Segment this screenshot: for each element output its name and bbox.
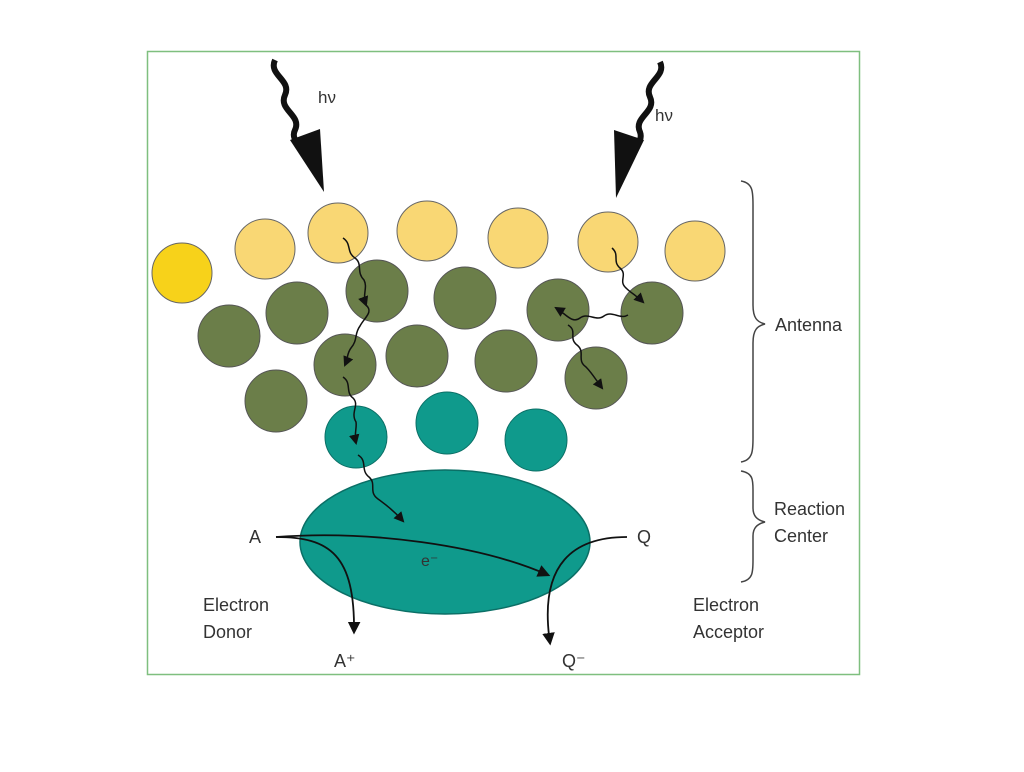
photon-label-left: hν: [318, 88, 336, 107]
acceptor-label-q: Q: [637, 527, 651, 547]
electron-acceptor-label-line1: Electron: [693, 595, 759, 615]
photon-arrow-right-head: [614, 130, 644, 198]
pigment-yellow: [396, 200, 458, 262]
acceptor-reduction-arrow: [542, 536, 628, 646]
pigment-olive: [564, 346, 628, 410]
photon-arrows: [270, 58, 665, 198]
pigment-olive: [345, 259, 409, 323]
donor-label-a: A: [249, 527, 261, 547]
electron-flow-arrows: [275, 534, 628, 646]
reduced-acceptor-label: Q⁻: [562, 651, 586, 671]
energy-transfer-arrows: [342, 237, 645, 523]
electron-label: e⁻: [421, 553, 438, 570]
energy-transfer-arrow: [342, 376, 360, 446]
pigment-olive: [474, 329, 538, 393]
antenna-label: Antenna: [775, 315, 843, 335]
electron-donor-label-line2: Donor: [203, 622, 252, 642]
energy-transfer-arrow: [567, 324, 604, 390]
diagram-frame: [146, 50, 861, 676]
donor-oxidation-arrow: [275, 536, 361, 635]
photon-arrow-left-head: [290, 129, 324, 192]
electron-transfer-arrow: [275, 534, 551, 577]
energy-transfer-arrow: [554, 306, 629, 321]
pigment-olive: [433, 266, 497, 330]
pigment-teal: [504, 408, 568, 472]
reaction-center-ellipse: [299, 469, 591, 615]
reaction-center-label-line2: Center: [774, 526, 828, 546]
electron-acceptor-label-line2: Acceptor: [693, 622, 764, 642]
pigment-yellow: [487, 207, 549, 269]
teal-pigment-layer: [324, 391, 568, 472]
pigment-yellow: [307, 202, 369, 264]
reaction-center-bracket: [740, 470, 766, 583]
antenna-bracket: [740, 180, 766, 463]
brackets: [740, 180, 766, 583]
energy-transfer-arrow: [343, 304, 370, 367]
oxidized-donor-label: A⁺: [334, 651, 356, 671]
photon-label-right: hν: [655, 106, 673, 125]
pigment-olive: [197, 304, 261, 368]
yellow-pigment-row: [151, 200, 726, 304]
reaction-center-label-line1: Reaction: [774, 499, 845, 519]
pigment-olive: [265, 281, 329, 345]
energy-transfer-arrow: [342, 237, 369, 307]
pigment-olive: [244, 369, 308, 433]
electron-donor-label-line1: Electron: [203, 595, 269, 615]
energy-transfer-arrow: [357, 454, 405, 523]
energy-transfer-arrow: [611, 247, 645, 304]
pigment-yellow: [234, 218, 296, 280]
pigment-yellow-bright: [151, 242, 213, 304]
pigment-olive: [385, 324, 449, 388]
pigment-yellow: [664, 220, 726, 282]
pigment-yellow: [577, 211, 639, 273]
pigment-teal: [415, 391, 479, 455]
